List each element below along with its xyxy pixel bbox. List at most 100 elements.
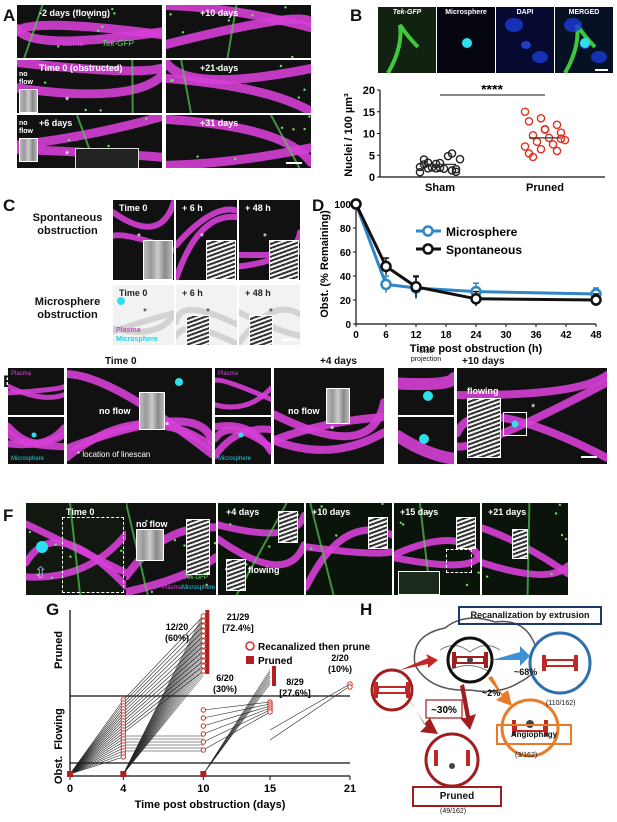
b-point-pruned: [524, 117, 534, 126]
panel-a-tile-label: +10 days: [200, 8, 239, 18]
g-x-tick-label: 4: [120, 783, 127, 795]
arrow-2: [488, 676, 512, 706]
b-point-sham: [435, 158, 445, 168]
g-markers: [67, 610, 353, 777]
linescan-inset: [326, 388, 350, 424]
asterisk: *: [330, 424, 335, 436]
panel-e-4days-heading: +4 days: [320, 356, 357, 367]
panel-b-image-2: DAPI: [496, 7, 554, 73]
g-legend-pruned: Pruned: [258, 656, 292, 667]
flowing-label: flowing: [248, 565, 280, 575]
panel-b-image-3: MERGED: [555, 7, 613, 73]
b-point-sham: [451, 167, 461, 177]
g-y-state-label: Obst.: [53, 756, 65, 784]
asterisk: *: [263, 232, 267, 243]
b-y-tick-label: 5: [369, 150, 375, 162]
g-annotation-percent: (30%): [213, 684, 237, 694]
recanalization-title-box: Recanalization by extrusion: [458, 606, 602, 625]
b-point-pruned: [552, 146, 562, 156]
vessel-drawing: [457, 371, 607, 462]
pruned-circle: [424, 732, 480, 788]
pct-2-label: ~2%: [482, 688, 500, 698]
panel-b-image-label: Tek-GFP: [392, 9, 422, 16]
b-significance-stars: ****: [481, 85, 503, 97]
panel-c-row1-label: Spontaneous obstruction: [32, 212, 103, 237]
day-label: +15 days: [400, 507, 439, 517]
recanalized-circle: [528, 631, 592, 695]
b-point-sham: [455, 154, 465, 164]
d-x-tick-label: 30: [500, 330, 512, 341]
zoom-box: [446, 549, 472, 573]
d-y-tick-label: 60: [340, 248, 352, 259]
panel-e-main-10days: flowing*: [457, 368, 607, 464]
panel-c-time-label: + 6 h: [182, 288, 203, 298]
b-point-pruned: [548, 140, 558, 149]
vessel-drawing: [398, 372, 454, 401]
arrow-to-obstructed: [400, 654, 438, 670]
panel-b-letter: B: [350, 6, 363, 25]
no-flow-label: no flow: [19, 71, 33, 86]
vessel-drawing: [8, 422, 64, 451]
g-legend-recan: Recanalized then pruned: [258, 642, 370, 653]
panel-a-tile-label: +21 days: [200, 63, 239, 73]
microsphere-label: Microsphere: [116, 336, 158, 343]
b-category-label: Pruned: [526, 182, 564, 194]
panel-e-side-projection-bottom: [398, 417, 454, 464]
panel-a-tile-label: +6 days: [39, 118, 73, 128]
vessel-drawing: [166, 5, 311, 58]
angiophagy-box: Angiophagy: [496, 724, 572, 745]
microsphere-icon: [467, 657, 473, 663]
panel-h-letter: H: [360, 600, 373, 619]
b-point-pruned: [560, 135, 570, 145]
g-x-tick-label: 0: [67, 783, 73, 795]
asterisk: *: [531, 402, 536, 414]
panel-e-side-projection-heading: Side projection: [410, 348, 442, 363]
plasma-label: Plasma: [57, 39, 84, 48]
asterisk: *: [269, 307, 273, 318]
panel-e-side-projection-top: [398, 368, 454, 415]
b-point-sham: [451, 164, 461, 174]
pruned-stub-left: [434, 750, 438, 766]
linescan-inset: [136, 529, 164, 561]
b-point-pruned: [520, 107, 530, 117]
b-point-pruned: [556, 128, 566, 137]
no-flow-label: no flow: [136, 519, 168, 529]
d-point-spontaneous: [590, 294, 602, 306]
b-y-axis-label: Nuclei / 100 µm³: [343, 93, 355, 177]
d-x-tick-label: 6: [383, 330, 389, 341]
plasma-label: Plasma: [218, 371, 239, 377]
panel-b-image-art: [462, 38, 472, 48]
g-x-tick-label: 15: [264, 783, 276, 795]
day-label: +21 days: [488, 507, 527, 517]
d-point-spontaneous: [380, 260, 392, 273]
d-y-axis-label: Obst. (% Remaining): [319, 210, 331, 318]
arrow-30-left: [410, 700, 438, 734]
g-x-axis-label: Time post obstruction (days): [135, 799, 286, 811]
linescan-inset: [467, 398, 501, 458]
linescan-inset: [249, 315, 273, 345]
panel-a-tile-5: +31 days: [166, 115, 311, 168]
panel-c-tile-0-0: Time 0*: [113, 200, 174, 280]
panel-e-main-4days: no flow*: [274, 368, 384, 464]
tek-gfp-label: Tek-GFP: [102, 39, 134, 48]
b-point-sham: [447, 166, 457, 175]
vessel-drawing: [8, 383, 64, 400]
vessel-drawing: [176, 206, 237, 280]
panel-a-tile-label: -2 days (flowing): [39, 8, 111, 18]
linescan-inset: [19, 89, 38, 113]
g-y-state-label: Pruned: [53, 631, 65, 669]
d-x-tick-label: 18: [440, 330, 452, 341]
vessel-drawing: [398, 430, 454, 464]
plasma-label: Plasma: [162, 585, 183, 591]
panel-c-time-label: Time 0: [119, 203, 148, 213]
asterisk: *: [200, 232, 204, 243]
vessel-drawing: [26, 503, 126, 595]
plasma-label: Plasma: [116, 327, 141, 334]
linescan-location-label: * location of linescan: [77, 450, 151, 459]
arrow-30-right: [460, 684, 476, 730]
panel-c-letter: C: [3, 196, 16, 215]
time0-label: Time 0: [66, 507, 95, 517]
